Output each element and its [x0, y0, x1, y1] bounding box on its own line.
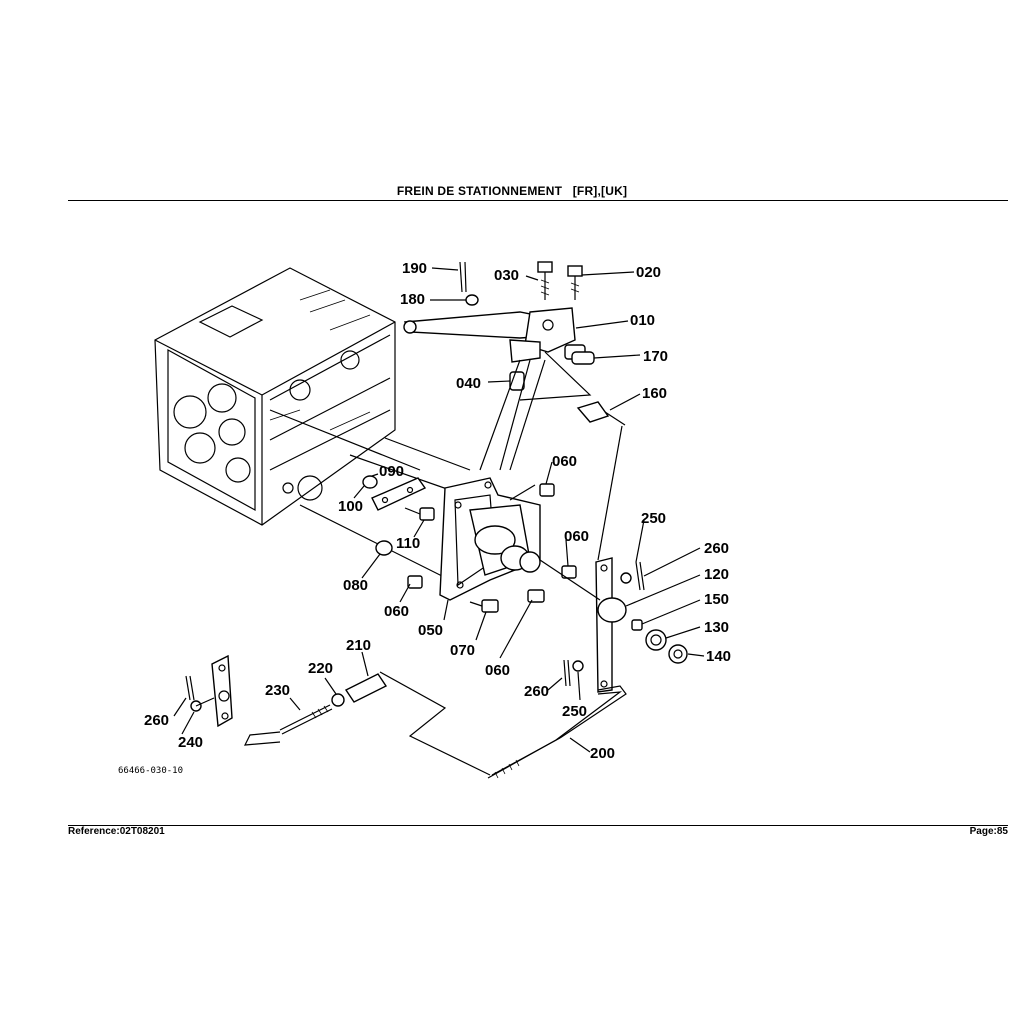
pin-170 — [571, 351, 595, 365]
callout-260-lower: 260 — [524, 683, 549, 700]
washer-250-lower — [572, 660, 584, 672]
bolt-110 — [404, 507, 435, 521]
pin-260-lower-left — [185, 675, 195, 701]
callout-160: 160 — [642, 385, 667, 402]
callout-110: 110 — [396, 535, 420, 552]
bolt-060-bottom — [527, 589, 545, 603]
transmission-housing — [154, 267, 396, 526]
washer-180 — [465, 294, 479, 306]
callout-240: 240 — [178, 734, 203, 751]
callout-250-upper: 250 — [641, 510, 666, 527]
callout-030: 030 — [494, 267, 519, 284]
callout-020: 020 — [636, 264, 661, 281]
callout-220: 220 — [308, 660, 333, 677]
callout-090: 090 — [379, 463, 404, 480]
callout-120: 120 — [704, 566, 729, 583]
callout-070: 070 — [450, 642, 475, 659]
callout-060-right: 060 — [564, 528, 589, 545]
pin-250-upper — [620, 572, 632, 584]
bolt-060-right — [561, 565, 577, 579]
plate-090 — [371, 477, 427, 511]
callout-060-upper: 060 — [552, 453, 577, 470]
bolt-060-lower-left — [407, 575, 423, 589]
washer-100 — [362, 475, 378, 489]
bracket-050 — [439, 477, 541, 601]
callout-050: 050 — [418, 622, 443, 639]
bolt-070 — [469, 599, 499, 613]
callout-250-lower: 250 — [562, 703, 587, 720]
assembly-guide-lines — [269, 409, 471, 591]
callout-200: 200 — [590, 745, 615, 762]
pin-260-lower — [563, 659, 571, 687]
pin-190 — [459, 261, 467, 293]
callout-140: 140 — [706, 648, 731, 665]
callout-230: 230 — [265, 682, 290, 699]
bolt-020 — [567, 265, 583, 300]
nut-150 — [631, 619, 643, 631]
callout-210: 210 — [346, 637, 371, 654]
callout-260-upper: 260 — [704, 540, 729, 557]
callout-leaders — [173, 267, 705, 753]
callout-150: 150 — [704, 591, 729, 608]
callout-060-lower-left: 060 — [384, 603, 409, 620]
drawing-number-stamp: 66466-030-10 — [118, 766, 183, 776]
header-rule — [68, 200, 1008, 201]
arm-120 — [539, 557, 627, 693]
callout-180: 180 — [400, 291, 425, 308]
footer-rule — [68, 825, 1008, 826]
callout-190: 190 — [402, 260, 427, 277]
link-line-lower-left — [195, 697, 215, 707]
reference-label: Reference:02T08201 — [68, 826, 165, 837]
brake-lever — [403, 307, 586, 363]
page-title: FREIN DE STATIONNEMENT [FR],[UK] — [396, 184, 628, 198]
nut-220 — [331, 693, 345, 707]
callout-100: 100 — [338, 498, 363, 515]
washer-130 — [645, 629, 667, 651]
pin-260-upper — [635, 561, 645, 591]
page-number: Page:85 — [969, 826, 1008, 837]
callout-130: 130 — [704, 619, 729, 636]
callout-080: 080 — [343, 577, 368, 594]
snap-ring-140 — [668, 644, 688, 664]
collar-080 — [375, 540, 393, 556]
callout-040: 040 — [456, 375, 481, 392]
sleeve-210 — [344, 673, 388, 703]
clevis-160 — [576, 401, 626, 561]
callout-010: 010 — [630, 312, 655, 329]
callout-170: 170 — [643, 348, 668, 365]
rod-200 — [379, 671, 627, 779]
callout-260-lower-left: 260 — [144, 712, 169, 729]
rod-230 — [243, 704, 333, 746]
callout-060-bottom: 060 — [485, 662, 510, 679]
bolt-060-upper — [539, 483, 555, 497]
rod-lines — [479, 351, 592, 471]
bolt-030 — [537, 261, 553, 300]
bracket-lower-left — [211, 654, 233, 728]
